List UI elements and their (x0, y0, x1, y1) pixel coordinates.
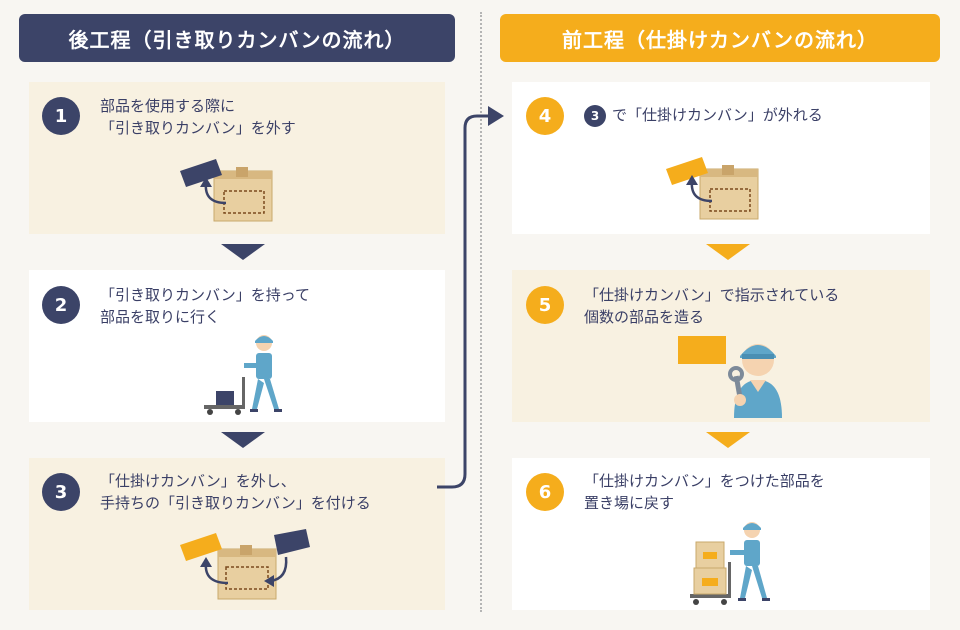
step-2-panel (29, 270, 445, 422)
step-6-number: 6 (526, 473, 564, 511)
step-5-text-line1: 「仕掛けカンバン」で指示されている (584, 286, 840, 304)
step-2-text-line1: 「引き取りカンバン」を持って (100, 286, 311, 304)
step-3-text-line1: 「仕掛けカンバン」を外し、 (100, 472, 296, 490)
back-process-header: 後工程（引き取りカンバンの流れ） (19, 14, 455, 62)
step-4-text: 3 で「仕掛けカンバン」が外れる (584, 104, 823, 127)
swap-kanban-icon (180, 529, 310, 600)
step-2-number: 2 (42, 286, 80, 324)
worker-cart-icon (204, 335, 282, 415)
step-5-number: 5 (526, 286, 564, 324)
box-kanban-icon-gold (666, 157, 759, 220)
down-arrow-1 (221, 244, 265, 260)
step-4-number: 4 (526, 97, 564, 135)
down-arrow-2 (221, 432, 265, 448)
front-process-header: 前工程（仕掛けカンバンの流れ） (500, 14, 940, 62)
step-3-number: 3 (42, 473, 80, 511)
step-1-number: 1 (42, 97, 80, 135)
step-6-text-line2: 置き場に戻す (584, 494, 675, 512)
step-1-text-line1: 部品を使用する際に (100, 97, 236, 115)
step-2-text-line2: 部品を取りに行く (100, 308, 221, 326)
step-6-text-line1: 「仕掛けカンバン」をつけた部品を (584, 472, 825, 490)
down-arrow-4 (706, 244, 750, 260)
box-kanban-icon (180, 159, 273, 222)
down-arrow-5 (706, 432, 750, 448)
step-1-text-line2: 「引き取りカンバン」を外す (100, 119, 296, 137)
step-3-text-line2: 手持ちの「引き取りカンバン」を付ける (100, 494, 371, 512)
step-5-text-line2: 個数の部品を造る (584, 308, 705, 326)
center-divider (480, 12, 482, 612)
step-ref-badge: 3 (584, 104, 606, 127)
step-4-text-line1: で「仕掛けカンバン」が外れる (612, 106, 823, 124)
worker-wrench-icon (678, 336, 782, 418)
worker-boxes-cart-icon (690, 522, 770, 605)
